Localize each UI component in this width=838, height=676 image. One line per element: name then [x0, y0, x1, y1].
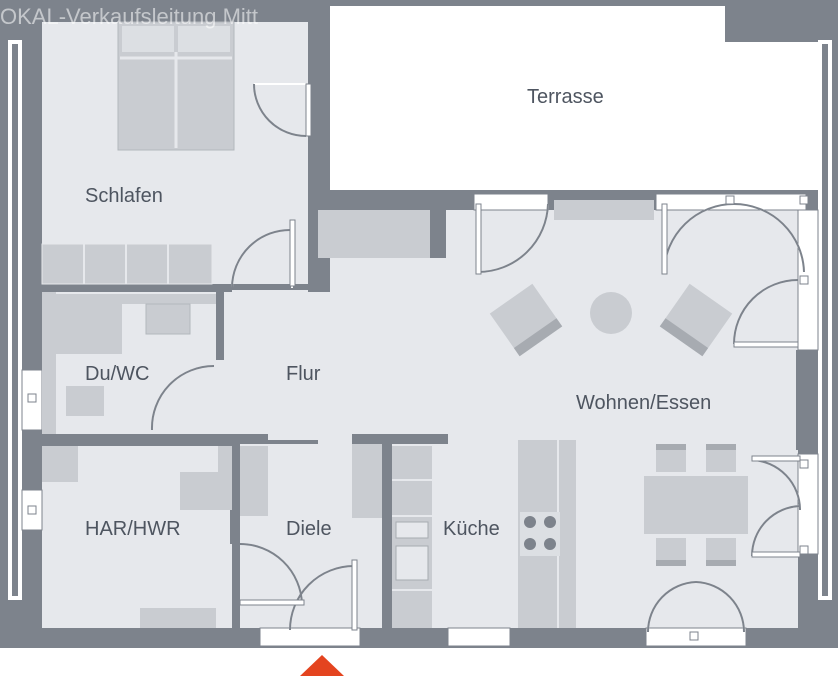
vanity: [122, 294, 216, 304]
armchair: [659, 318, 709, 357]
window: [473, 193, 549, 211]
door-swing: [733, 279, 799, 345]
door-swing: [646, 581, 697, 633]
door-leaf: [689, 631, 699, 641]
burner: [544, 538, 556, 550]
watermark-text: OKAL-Verkaufsleitung Mitt: [0, 4, 258, 29]
chair-back: [656, 444, 686, 450]
door-swing: [253, 83, 307, 137]
entrance-arrow-icon: [300, 655, 344, 676]
window: [797, 453, 819, 555]
burner: [524, 516, 536, 528]
door-leaf: [725, 195, 735, 205]
burner: [524, 538, 536, 550]
room-label-wohnen-essen: Wohnen/Essen: [576, 392, 711, 414]
room-label-flur: Flur: [286, 363, 321, 385]
room-label-terrasse: Terrasse: [527, 86, 604, 108]
door-leaf: [475, 203, 482, 275]
wall: [330, 190, 470, 210]
oven: [395, 521, 429, 539]
oven: [395, 545, 429, 581]
wall: [796, 350, 818, 450]
wall: [216, 290, 224, 360]
appliance: [180, 472, 220, 510]
appliance: [42, 446, 78, 482]
room-label-duwc: Du/WC: [85, 363, 149, 385]
room-label-schlafen: Schlafen: [85, 185, 163, 207]
wall: [42, 284, 232, 292]
window: [447, 627, 511, 647]
window: [259, 627, 361, 647]
chair-back: [706, 444, 736, 450]
door-swing: [750, 505, 801, 557]
wall: [42, 434, 268, 444]
room-label-harhwr: HAR/HWR: [85, 518, 181, 540]
dining-table: [644, 476, 748, 534]
door-leaf: [733, 341, 799, 348]
door-leaf: [351, 559, 358, 631]
chair-back: [656, 560, 686, 566]
sideboard: [318, 210, 430, 258]
shower: [56, 294, 122, 354]
door-leaf: [27, 505, 37, 515]
closet: [352, 444, 382, 518]
door-leaf: [305, 83, 312, 137]
room-label-diele: Diele: [286, 518, 332, 540]
sink: [145, 303, 191, 335]
door-leaf: [289, 219, 296, 287]
door-leaf: [799, 195, 809, 205]
door-leaf: [27, 393, 37, 403]
coat-rack: [240, 446, 268, 516]
door-swing: [477, 203, 549, 273]
wall: [352, 434, 448, 444]
door-leaf: [239, 599, 305, 606]
shelf: [218, 446, 232, 510]
shelf: [140, 608, 216, 628]
wall: [382, 444, 392, 634]
toilet: [66, 386, 104, 416]
burner: [544, 516, 556, 528]
terrace-area: [330, 42, 830, 190]
flur-floor: [226, 290, 336, 440]
chair-back: [706, 560, 736, 566]
door-leaf: [661, 203, 668, 275]
door-swing: [150, 365, 215, 431]
wall: [430, 210, 446, 258]
wall: [230, 444, 240, 544]
door-leaf: [799, 545, 809, 555]
window: [554, 200, 654, 220]
door-swing: [733, 203, 805, 273]
door-leaf: [751, 551, 801, 558]
door-swing: [231, 228, 293, 289]
door-swing: [695, 581, 746, 633]
bath-wall: [42, 292, 56, 434]
coffee-table: [590, 292, 632, 334]
window: [12, 44, 18, 596]
bed-pillow: [178, 26, 230, 52]
door-swing: [239, 543, 303, 605]
bed-pillow: [122, 26, 174, 52]
door-leaf: [799, 459, 809, 469]
window: [822, 44, 828, 596]
armchair: [513, 318, 563, 357]
room-label-kueche: Küche: [443, 518, 500, 540]
door-swing: [289, 565, 355, 631]
door-leaf: [751, 455, 801, 462]
door-leaf: [799, 275, 809, 285]
